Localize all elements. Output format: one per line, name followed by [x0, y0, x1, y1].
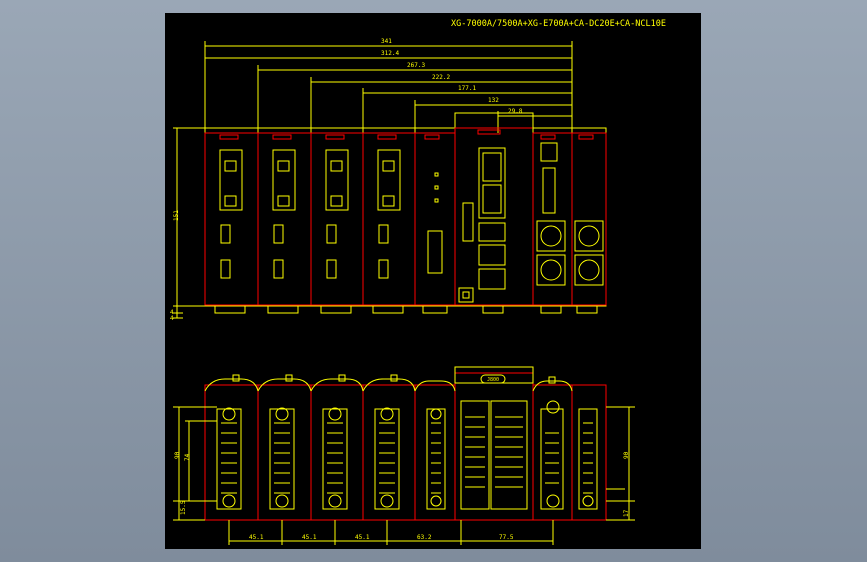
- dim-177-1: 177.1: [458, 85, 476, 92]
- dim-132: 132: [488, 97, 499, 104]
- front-module-1: [204, 127, 259, 314]
- front-view: 341 312.4 267.3 222.2 177.1 132 29.8: [170, 38, 607, 322]
- dim-151: 151: [173, 210, 180, 221]
- bottom-screw-terminals: [222, 400, 594, 508]
- front-module-2: [257, 127, 312, 314]
- bottom-module-tops: [204, 366, 573, 392]
- dim-341: 341: [381, 38, 392, 45]
- dim-4b: 4: [170, 315, 174, 322]
- drawing-title: XG-7000A/7500A+XG-E700A+CA-DC20E+CA-NCL1…: [451, 19, 666, 29]
- bottom-view: J800: [173, 366, 635, 545]
- dim-312-4: 312.4: [381, 50, 399, 57]
- dim-29-8: 29.8: [508, 108, 523, 115]
- front-dimension-labels: 341 312.4 267.3 222.2 177.1 132 29.8: [381, 38, 523, 115]
- bottom-pitch-labels: 45.1 45.1 45.1 63.2 77.5: [249, 534, 514, 541]
- dim-right-90: 90: [623, 451, 630, 459]
- bottom-terminal-blocks: [216, 400, 598, 510]
- dim-left-90: 90: [174, 451, 181, 459]
- front-module-5: [414, 127, 456, 314]
- front-module-io-b: [571, 127, 607, 314]
- front-height-dimension: [173, 127, 205, 319]
- front-dimension-lines: [204, 41, 573, 133]
- pitch-45-1-a: 45.1: [249, 534, 264, 541]
- pitch-45-1-b: 45.1: [302, 534, 317, 541]
- front-modules: [204, 112, 607, 314]
- svg-text:J800: J800: [487, 377, 499, 383]
- front-module-io-a: [532, 127, 573, 314]
- front-module-3: [310, 127, 364, 314]
- bottom-right-dim-labels: 90 17: [623, 451, 630, 517]
- bottom-left-dim-labels: 90 74 15.5: [174, 451, 191, 515]
- pitch-77-5: 77.5: [499, 534, 514, 541]
- dim-222-2: 222.2: [432, 74, 450, 81]
- pitch-63-2: 63.2: [417, 534, 432, 541]
- bottom-left-dimensions: [173, 406, 217, 521]
- front-module-controller: [454, 112, 534, 314]
- dim-4a: 4: [170, 309, 174, 316]
- drawing-svg: XG-7000A/7500A+XG-E700A+CA-DC20E+CA-NCL1…: [170, 19, 666, 545]
- bottom-right-dimensions: [606, 406, 635, 521]
- dim-left-74: 74: [184, 453, 191, 461]
- bottom-pitch-dimensions: [228, 520, 554, 545]
- dim-267-3: 267.3: [407, 62, 425, 69]
- drawing-canvas[interactable]: XG-7000A/7500A+XG-E700A+CA-DC20E+CA-NCL1…: [165, 13, 701, 549]
- dim-left-15-5: 15.5: [180, 500, 187, 515]
- front-module-4: [362, 127, 416, 314]
- pitch-45-1-c: 45.1: [355, 534, 370, 541]
- bottom-module-shells: [204, 372, 607, 521]
- bottom-brand-label: J800: [487, 377, 499, 383]
- dim-right-17: 17: [623, 509, 630, 517]
